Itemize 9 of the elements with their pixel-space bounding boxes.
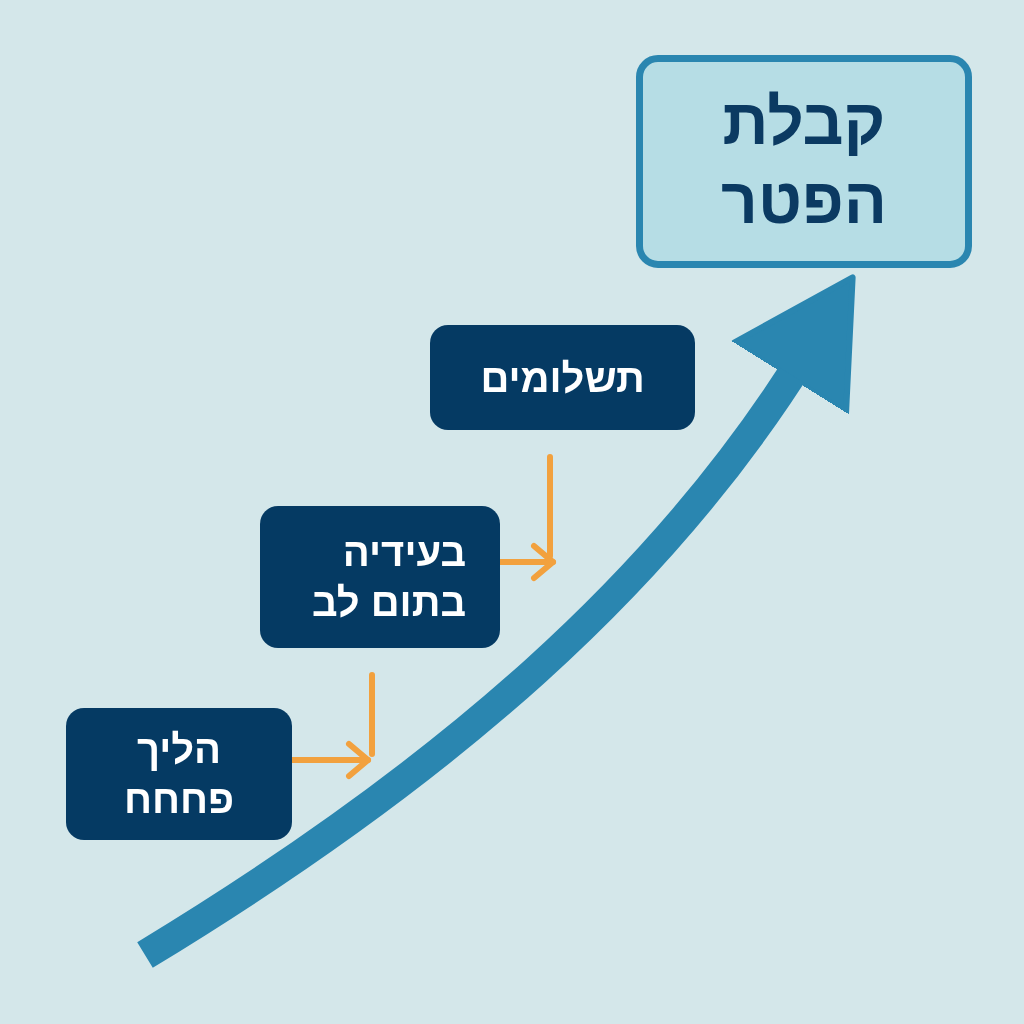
step-box bbox=[66, 708, 292, 840]
step-box bbox=[260, 506, 500, 648]
growth-arrow bbox=[137, 275, 858, 968]
step-box bbox=[430, 325, 695, 430]
goal-box bbox=[636, 55, 972, 268]
step-label: הליך פחחח bbox=[122, 726, 236, 823]
step-label: בעידיה בתום לב bbox=[311, 529, 466, 626]
step-label: תשלומים bbox=[480, 354, 645, 402]
goal-label: קבלת הפטר bbox=[720, 85, 888, 239]
